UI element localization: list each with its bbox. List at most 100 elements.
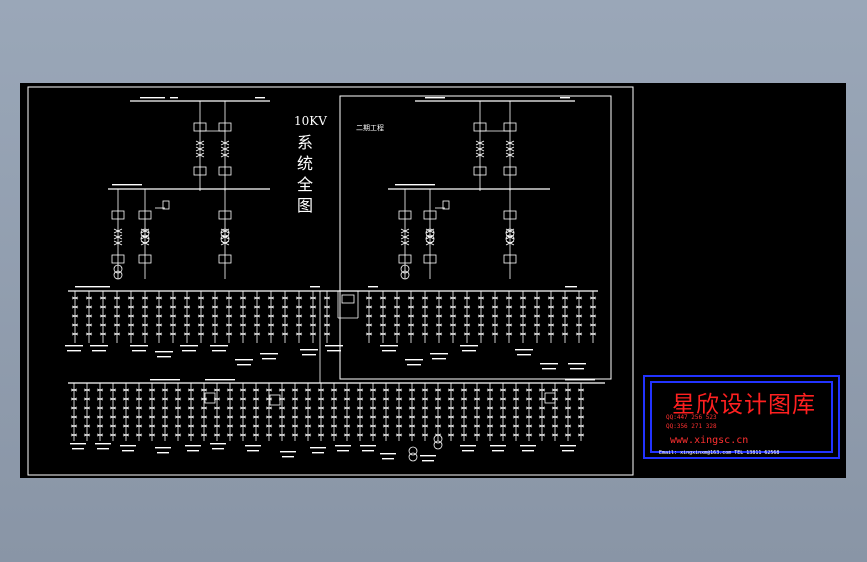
title-block-inner: 星欣设计图库 QQ:447 256 523 QQ:356 271 328 www… [650,381,833,456]
wire [473,433,481,437]
wire [291,397,299,401]
wire [564,433,572,437]
wire [127,296,135,300]
title-char: 10KV [294,114,327,128]
label-mark [280,451,296,453]
wire [183,323,191,327]
label-mark [395,184,435,186]
wire [421,397,429,401]
wire [463,323,471,327]
wire [379,296,387,300]
wire [267,305,275,309]
switch-box [111,210,125,220]
wire [408,424,416,428]
wire [512,388,520,392]
wire [505,305,513,309]
transformer-winding [220,234,230,244]
switch-box [442,200,450,210]
wire [225,332,233,336]
wire [407,323,415,327]
wire [379,332,387,336]
wire [183,296,191,300]
wire [323,305,331,309]
wire [491,296,499,300]
wire [169,314,177,318]
wire [122,397,130,401]
label-mark [405,359,423,361]
wire [309,305,317,309]
wire [71,314,79,318]
wire [278,424,286,428]
wire [382,415,390,419]
wire [475,146,485,152]
wire [379,305,387,309]
wire [551,388,559,392]
wire [473,415,481,419]
vertical-title: 10KV 系 统 全 图 [294,111,327,216]
wire [127,305,135,309]
label-mark [90,345,108,347]
wire [408,388,416,392]
wire [197,305,205,309]
wire [486,397,494,401]
wire [85,314,93,318]
wire [547,332,555,336]
wire [343,424,351,428]
wire [291,424,299,428]
wire [295,314,303,318]
label-mark [522,450,534,452]
wire [174,397,182,401]
switch-box [162,200,170,210]
wire [109,406,117,410]
wire [382,388,390,392]
wire [400,234,410,240]
wire [538,424,546,428]
wire [161,397,169,401]
wire [141,332,149,336]
label-mark [310,447,326,449]
wire [473,388,481,392]
cad-viewport[interactable]: 10KV 系 统 全 图 二期工程 星欣设计图库 QQ:447 256 523 … [20,83,846,478]
label-mark [382,458,394,460]
transformer-winding [113,270,123,280]
wire [291,388,299,392]
wire [525,388,533,392]
wire [421,305,429,309]
wire [135,397,143,401]
wire [379,323,387,327]
label-mark [380,345,398,347]
label-mark [562,450,574,452]
wire [343,415,351,419]
wire [239,433,247,437]
wire [135,424,143,428]
label-mark [247,450,259,452]
wire [317,397,325,401]
wire [71,305,79,309]
wire [96,433,104,437]
wire [195,140,205,146]
switch-box [503,166,517,176]
label-mark [245,445,261,447]
wire [499,397,507,401]
wire [265,388,273,392]
wire [127,314,135,318]
wire [187,433,195,437]
label-mark [570,368,584,370]
website-link[interactable]: www.xingsc.cn [670,435,749,446]
wire [533,314,541,318]
wire [70,433,78,437]
label-mark [425,97,445,99]
wire [71,296,79,300]
label-mark [150,379,180,381]
transformer-winding [425,228,435,238]
label-mark [235,359,253,361]
label-mark [180,345,198,347]
wire [135,406,143,410]
single-line-diagram [27,86,634,476]
wire [304,433,312,437]
wire [551,406,559,410]
label-mark [255,97,265,99]
wire [239,424,247,428]
wire [141,296,149,300]
label-mark [97,448,109,450]
